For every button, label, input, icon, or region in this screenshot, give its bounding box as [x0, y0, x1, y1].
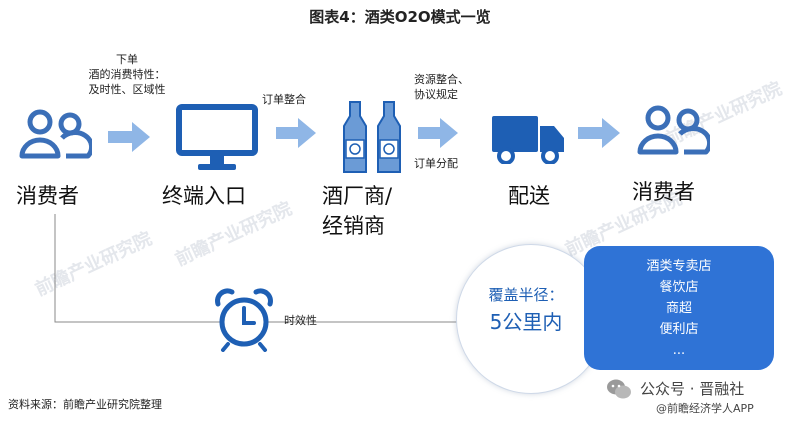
arrow-right-icon [578, 118, 620, 148]
node-consumer-right: 消费者 [632, 180, 695, 204]
arrow-right-icon [276, 118, 316, 148]
store-item: 商超 [665, 301, 692, 316]
store-item: 餐饮店 [659, 280, 699, 295]
app-credit: @前瞻经济学人APP [656, 402, 754, 415]
alarm-clock-icon [214, 288, 274, 356]
label-step3-line1: 资源整合、 [414, 73, 469, 86]
coverage-radius-circle [456, 244, 606, 394]
arrow-right-icon [418, 118, 458, 148]
label-resource: 资源整合、 协议规定 [414, 72, 469, 102]
store-types-box [584, 246, 774, 370]
store-item: ... [672, 343, 686, 358]
diagram-title: 图表4：酒类O2O模式一览 [309, 8, 491, 26]
store-types-list: 酒类专卖店 餐饮店 商超 便利店 ... [584, 256, 774, 361]
label-step1-line2: 酒的消费特性： [88, 68, 166, 81]
label-timeliness: 时效性 [284, 314, 317, 327]
node-maker-line1: 酒厂商/ [322, 184, 393, 208]
brand-label: 公众号 · 晋融社 [640, 380, 745, 398]
arrow-right-icon [108, 122, 150, 152]
monitor-icon [176, 104, 258, 176]
store-item: 酒类专卖店 [646, 259, 712, 274]
bottles-icon [340, 100, 412, 180]
wechat-icon [606, 378, 632, 404]
consumer-icon-right [636, 104, 713, 160]
node-terminal: 终端入口 [162, 184, 246, 208]
truck-icon [490, 112, 568, 168]
node-consumer-left: 消费者 [16, 184, 79, 208]
consumer-icon-left [18, 108, 95, 164]
label-order-merge: 订单整合 [262, 93, 306, 106]
store-item: 便利店 [659, 322, 699, 337]
node-maker-line2: 经销商 [322, 214, 385, 238]
label-step1: 下单 酒的消费特性： 及时性、区域性 [74, 52, 180, 97]
coverage-line2: 5公里内 [489, 310, 563, 334]
label-step1-line1: 下单 [116, 53, 138, 66]
label-order-allocation: 订单分配 [414, 157, 458, 170]
coverage-line1: 覆盖半径： [488, 286, 564, 304]
label-step1-line3: 及时性、区域性 [88, 83, 166, 96]
node-delivery: 配送 [508, 184, 550, 208]
label-step3-line2: 协议规定 [414, 88, 458, 101]
source-note: 资料来源：前瞻产业研究院整理 [8, 398, 162, 411]
